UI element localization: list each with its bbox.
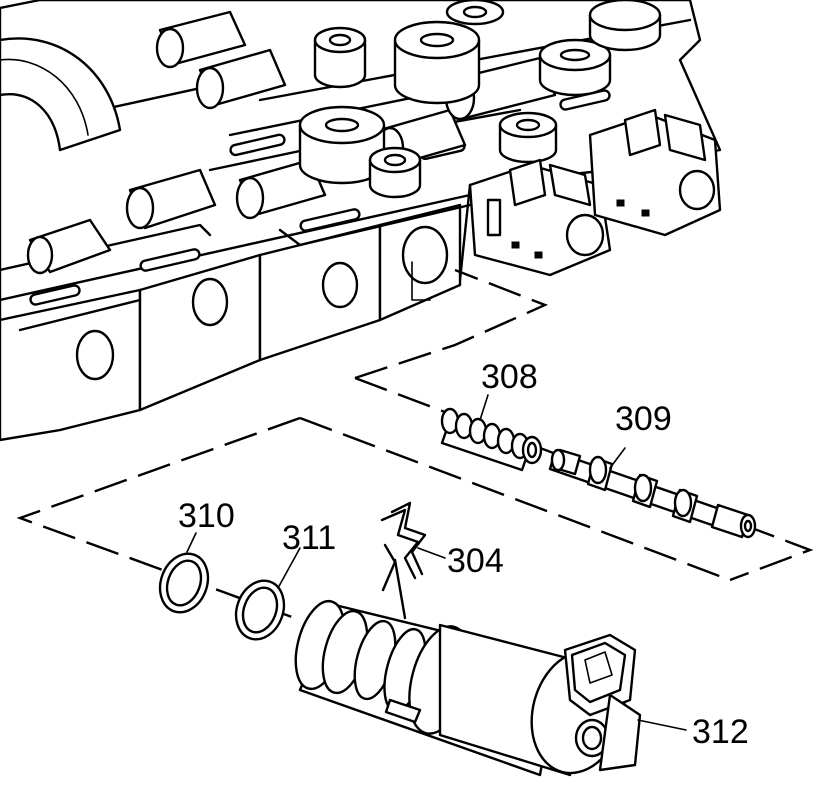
solenoid-312 [294, 599, 642, 777]
installed-solenoids [468, 108, 722, 277]
valve-body-bosses [298, 0, 662, 199]
callout-309: 309 [615, 400, 672, 438]
spring-308 [440, 407, 543, 472]
o-ring-311 [234, 579, 286, 641]
callout-311: 311 [282, 519, 336, 557]
callout-304: 304 [447, 542, 504, 580]
callout-310: 310 [178, 497, 235, 535]
valve-body [0, 0, 722, 442]
valve-spool-309 [548, 448, 757, 539]
callout-labels: 308 309 310 311 304 312 [178, 358, 749, 751]
leader-lines [186, 394, 687, 731]
retainer-clip-304 [380, 501, 427, 620]
callout-308: 308 [481, 358, 538, 396]
callout-312: 312 [692, 713, 749, 751]
o-ring-310 [158, 552, 210, 614]
